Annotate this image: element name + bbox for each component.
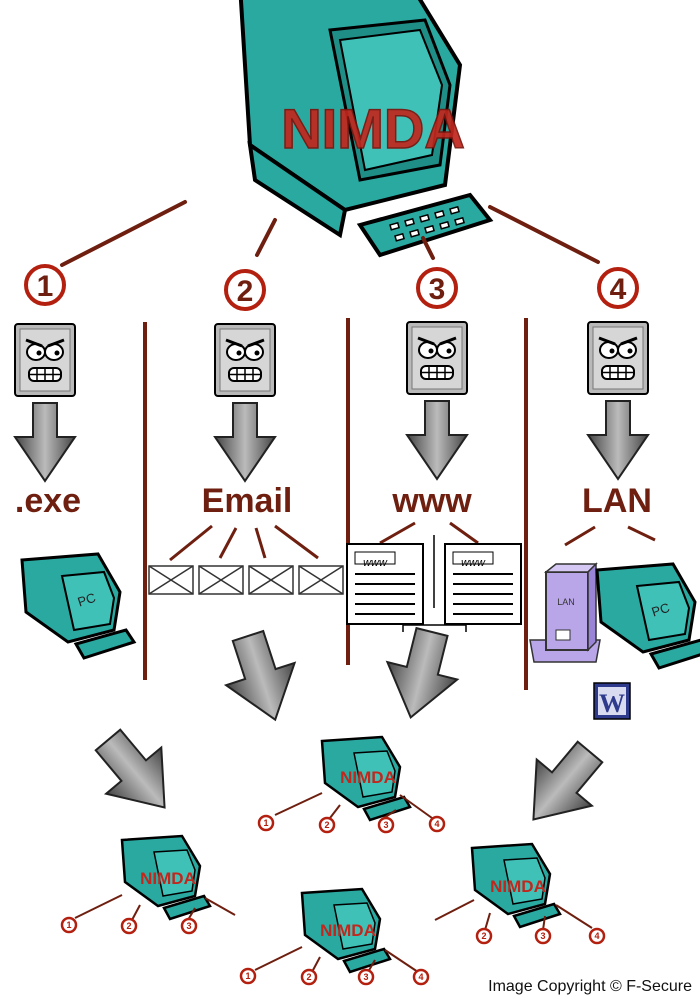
down-arrow-icon — [214, 402, 276, 482]
web-page-icon — [346, 543, 424, 625]
page-bracket — [402, 535, 467, 632]
down-arrow-icon — [14, 402, 76, 482]
web-page-label: www — [461, 557, 486, 569]
virus-face-icon — [586, 320, 650, 396]
infected-node: NIMDA 1 2 3 4 — [257, 735, 446, 834]
node-number: 3 — [363, 972, 368, 982]
node-number: 3 — [383, 820, 388, 830]
node-number: 3 — [540, 931, 545, 941]
node-title: NIMDA — [320, 921, 376, 940]
node-number: 1 — [245, 971, 250, 981]
infected-node: NIMDA 1 2 3 4 — [239, 887, 430, 986]
infected-node: NIMDA 1 2 3 — [60, 834, 236, 935]
down-arrow-icon — [406, 400, 468, 480]
node-number: 2 — [481, 931, 486, 941]
envelope-icon — [148, 565, 194, 595]
email-fanout-lines — [169, 524, 319, 562]
pc-icon — [595, 562, 700, 670]
virus-face-icon — [213, 322, 277, 398]
virus-face-icon — [405, 320, 469, 396]
vector-4-number: 4 — [610, 273, 627, 306]
vector-4-label: LAN — [582, 482, 652, 520]
infected-node: NIMDA 2 3 4 — [434, 842, 606, 945]
word-document-label: W — [599, 689, 625, 718]
envelope-icon — [298, 565, 344, 595]
node-number: 2 — [126, 921, 131, 931]
fat-arrow-icon — [374, 622, 468, 728]
vector-1-number: 1 — [37, 270, 54, 303]
fat-arrow-icon — [79, 715, 194, 832]
node-number: 2 — [306, 972, 311, 982]
server-label: LAN — [557, 597, 575, 607]
copyright-notice: Image Copyright © F-Secure — [488, 978, 692, 995]
word-document-icon — [593, 682, 631, 720]
pc-label: PC — [76, 590, 98, 610]
down-arrow-icon — [587, 400, 649, 480]
vector-3-label: www — [391, 482, 472, 520]
node-number: 4 — [434, 819, 439, 829]
pc-icon — [20, 552, 136, 660]
node-number: 4 — [418, 972, 423, 982]
vector-3-number: 3 — [429, 273, 446, 306]
envelope-icon — [248, 565, 294, 595]
node-number: 2 — [324, 820, 329, 830]
main-title: NIMDA — [281, 97, 465, 160]
node-title: NIMDA — [340, 768, 396, 787]
node-number: 1 — [66, 920, 71, 930]
vector-2-number: 2 — [237, 275, 254, 308]
fat-arrow-icon — [504, 727, 619, 844]
web-page-label: www — [363, 557, 388, 569]
server-icon — [529, 562, 601, 663]
pc-label: PC — [650, 600, 672, 620]
node-number: 3 — [186, 921, 191, 931]
node-title: NIMDA — [490, 877, 546, 896]
lan-fanout-lines — [564, 525, 656, 547]
node-number: 1 — [263, 818, 268, 828]
node-number: 4 — [594, 931, 599, 941]
branch-lines — [60, 200, 600, 267]
fat-arrow-icon — [212, 623, 311, 732]
vector-2-label: Email — [202, 482, 293, 520]
web-page-icon — [444, 543, 522, 625]
www-fanout-lines — [379, 521, 479, 545]
envelope-icon — [198, 565, 244, 595]
vector-1-label: .exe — [15, 482, 81, 520]
virus-face-icon — [13, 322, 77, 398]
node-title: NIMDA — [140, 869, 196, 888]
